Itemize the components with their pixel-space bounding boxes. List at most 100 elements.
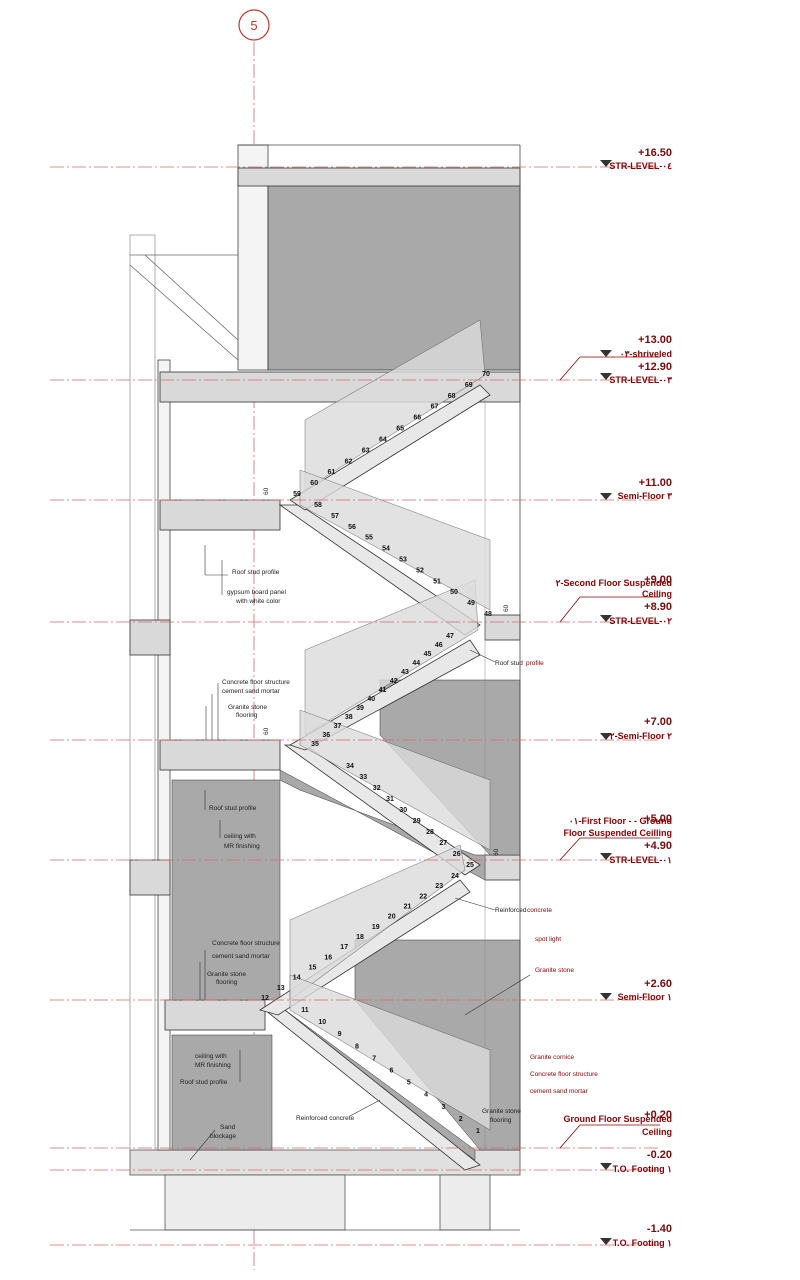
note-granite-cornice: Granite cornice [530, 1054, 574, 1061]
annotations: Roof stud profile gypsum board panel wit… [180, 487, 598, 1161]
level-name-footing-2: T.O. Footing ١ [613, 1238, 672, 1248]
step-number-8: 8 [355, 1043, 359, 1050]
step-number-15: 15 [309, 965, 317, 972]
level-name-shriveled: ۰٣-shriveled [620, 349, 672, 359]
step-number-26: 26 [453, 851, 461, 858]
step-number-1: 1 [476, 1128, 480, 1135]
step-number-25: 25 [466, 862, 474, 869]
note-roof-stud-2b: profile [526, 660, 544, 667]
step-number-30: 30 [399, 807, 407, 814]
note-roof-stud-2a: Roof stud [495, 660, 523, 667]
step-number-67: 67 [431, 404, 439, 411]
step-number-36: 36 [322, 732, 330, 739]
level-value-5-00: +5.00 [644, 813, 672, 825]
note-granite-2: Granite stone [207, 971, 246, 978]
step-number-13: 13 [277, 985, 285, 992]
level-value-4-90: +4.90 [644, 840, 672, 852]
level-name-semi-floor-3: Semi-Floor ٣ [618, 491, 673, 501]
note-ceiling-mr-2b: MR finishing [195, 1062, 231, 1069]
grid-label: 5 [250, 18, 257, 33]
step-number-21: 21 [404, 904, 412, 911]
step-number-33: 33 [359, 774, 367, 781]
step-number-18: 18 [356, 934, 364, 941]
step-number-42: 42 [390, 678, 398, 685]
note-granite-flooring: Granite stone [482, 1108, 521, 1115]
level-lines [50, 166, 660, 1246]
level-value-0-20: +0.20 [644, 1109, 672, 1121]
step-number-23: 23 [435, 883, 443, 890]
step-number-69: 69 [465, 382, 473, 389]
note-reinforced-2: Reinforced concrete [296, 1115, 355, 1122]
step-number-12: 12 [261, 995, 269, 1002]
step-number-56: 56 [348, 524, 356, 531]
note-roof-stud-3: Roof stud profile [209, 805, 257, 812]
step-number-19: 19 [372, 924, 380, 931]
step-number-17: 17 [340, 944, 348, 951]
step-number-44: 44 [412, 660, 420, 667]
step-number-43: 43 [401, 669, 409, 676]
level-name-first-floor: ٠١-First Floor - - Ground [569, 816, 672, 826]
note-concrete-floor-1: Concrete floor structure [222, 679, 290, 686]
level-value-12-90: +12.90 [638, 361, 672, 373]
step-number-29: 29 [413, 818, 421, 825]
step-number-41: 41 [379, 687, 387, 694]
step-number-64: 64 [379, 437, 387, 444]
step-number-46: 46 [435, 642, 443, 649]
note-sand-2: blockage [210, 1133, 236, 1140]
level-value-11-00: +11.00 [639, 477, 672, 489]
level-value-minus-1-40: -1.40 [647, 1223, 672, 1235]
note-ceiling-mr-1b: MR finishing [224, 843, 260, 850]
note-concrete-floor-2: Concrete floor structure [212, 940, 280, 947]
note-gypsum-2: with white color [235, 598, 281, 605]
step-number-7: 7 [372, 1055, 376, 1062]
level-name-str-02: STR-LEVEL-۰٢ [609, 616, 672, 626]
note-cement-2: cement sand mortar [212, 953, 271, 960]
note-ceiling-mr-2: ceiling with [195, 1053, 227, 1060]
step-number-55: 55 [365, 535, 373, 542]
step-number-39: 39 [356, 705, 364, 712]
step-number-14: 14 [293, 975, 301, 982]
step-number-37: 37 [334, 723, 342, 730]
building-structure [129, 144, 521, 1231]
level-name-footing-1: T.O. Footing ١ [613, 1164, 672, 1174]
step-number-11: 11 [301, 1007, 309, 1014]
step-number-57: 57 [331, 513, 339, 520]
note-reinforced-1b: concrete [527, 907, 552, 914]
level-value-2-60: +2.60 [644, 978, 672, 990]
dim-label-4: 60 [493, 848, 500, 856]
note-granite-flooring-b: flooring [490, 1117, 512, 1124]
step-number-48: 48 [484, 611, 492, 618]
step-number-63: 63 [362, 447, 370, 454]
step-number-47: 47 [446, 633, 454, 640]
level-name-ground-ceiling: Ground Floor Suspended [564, 1114, 673, 1124]
dim-label-2: 60 [503, 604, 510, 612]
step-number-5: 5 [407, 1080, 411, 1087]
step-number-32: 32 [373, 785, 381, 792]
step-number-52: 52 [416, 567, 424, 574]
level-value-minus-0-20: -0.20 [647, 1149, 672, 1161]
step-number-68: 68 [448, 393, 456, 400]
note-roof-stud-1: Roof stud profile [232, 569, 280, 576]
note-concrete-floor-red: Concrete floor structure [530, 1071, 598, 1078]
dim-label-3: 60 [263, 727, 270, 735]
step-number-40: 40 [367, 696, 375, 703]
step-number-22: 22 [419, 893, 427, 900]
step-numbers: 1234567891011121314151617181920212223242… [261, 371, 492, 1135]
level-name-semi-floor-1: Semi-Floor ١ [618, 992, 672, 1002]
level-name-str-04: STR-LEVEL-۰٤ [609, 161, 672, 171]
step-number-16: 16 [324, 954, 332, 961]
note-granite-1: Granite stone [228, 704, 267, 711]
level-name-semi-floor-2: ٢-Semi-Floor ٢ [610, 731, 672, 741]
level-value-16-50: +16.50 [638, 147, 672, 159]
step-number-61: 61 [328, 469, 336, 476]
note-reinforced-1a: Reinforced [495, 907, 527, 914]
step-number-4: 4 [424, 1092, 428, 1099]
note-granite-2b: flooring [216, 979, 238, 986]
step-number-51: 51 [433, 578, 441, 585]
step-number-60: 60 [310, 480, 318, 487]
note-cement-red: cement sand mortar [530, 1088, 589, 1095]
note-gypsum-1: gypsum board panel [227, 589, 286, 596]
note-cement-1: cement sand mortar [222, 688, 281, 695]
step-number-65: 65 [396, 426, 404, 433]
